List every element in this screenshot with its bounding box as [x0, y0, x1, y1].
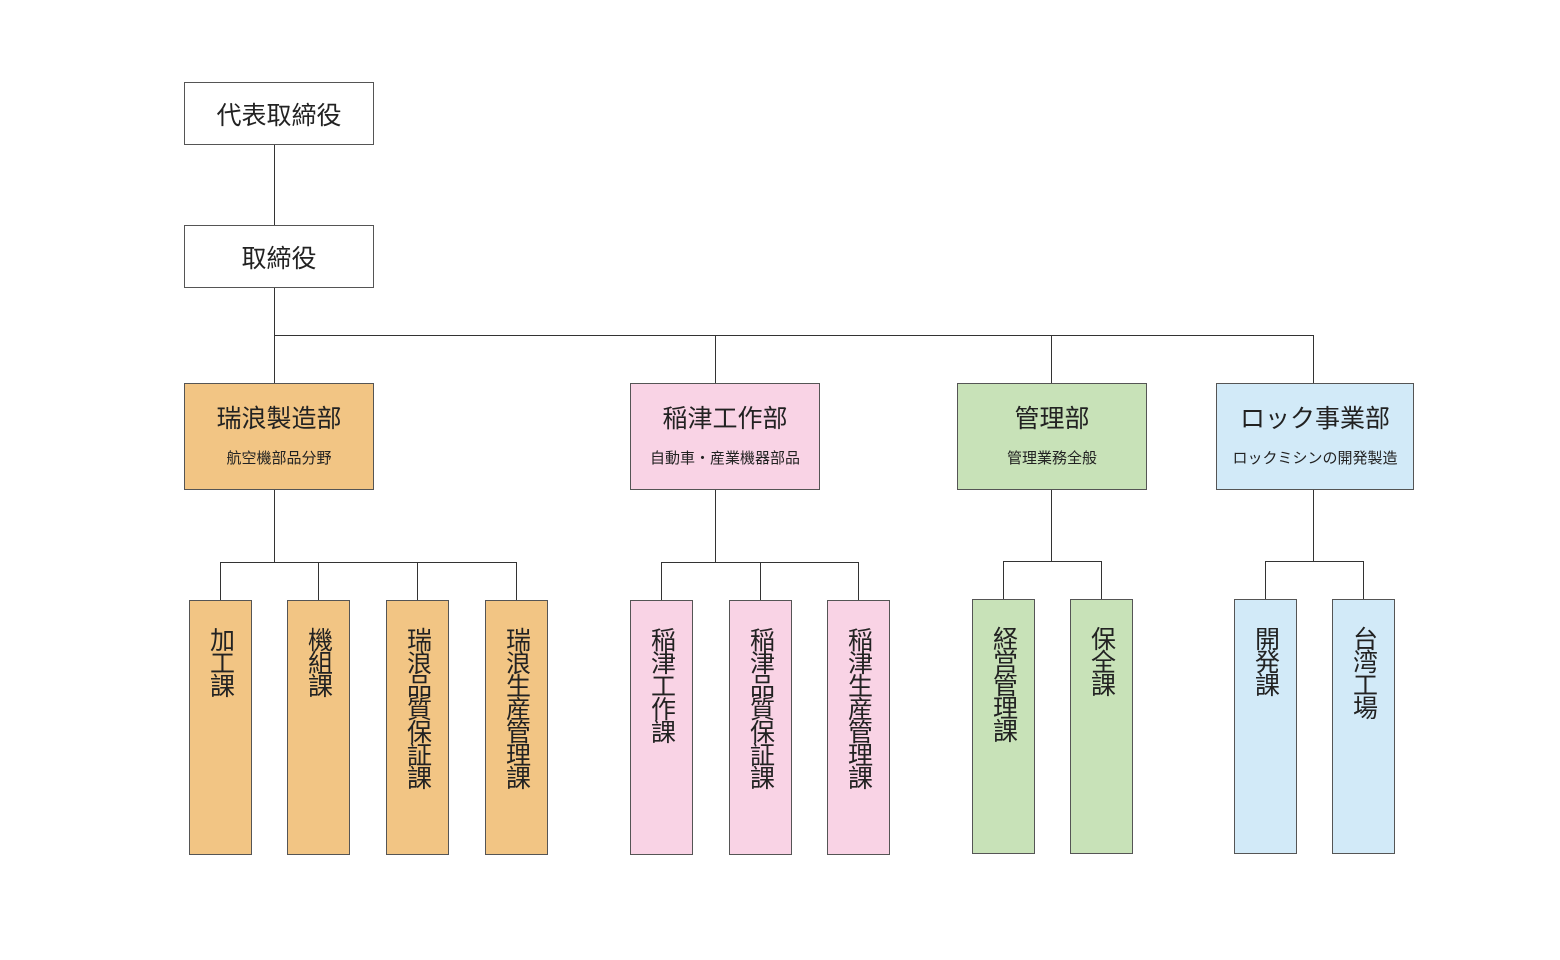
department-name: 瑞浪製造部 — [216, 404, 342, 433]
connector-inazu-drop-2 — [760, 562, 761, 601]
department-description: 管理業務全般 — [1006, 449, 1097, 467]
section-label: 稲津工作課 — [647, 627, 677, 742]
section-label: 開発課 — [1251, 626, 1281, 695]
connector-kanri-drop-1 — [1003, 561, 1004, 600]
connector-mizunami-drop-2 — [318, 562, 319, 601]
connector-lock-stem — [1313, 489, 1314, 562]
connector-drop-inazu — [715, 335, 716, 384]
department-box-mizunami: 瑞浪製造部 航空機部品分野 — [184, 383, 374, 490]
department-name: ロック事業部 — [1239, 404, 1390, 433]
connector-lock-bus — [1265, 561, 1364, 562]
department-box-kanri: 管理部 管理業務全般 — [957, 383, 1147, 490]
section-box: 稲津生産管理課 — [827, 600, 890, 855]
ceo-box: 代表取締役 — [184, 82, 374, 145]
ceo-label: 代表取締役 — [216, 100, 342, 130]
section-box: 台湾工場 — [1332, 599, 1395, 854]
section-label: 機組課 — [304, 627, 334, 696]
connector-lock-drop-1 — [1265, 561, 1266, 600]
department-name: 管理部 — [1014, 404, 1090, 433]
department-box-inazu: 稲津工作部 自動車・産業機器部品 — [630, 383, 820, 490]
section-box: 稲津工作課 — [630, 600, 693, 855]
director-box: 取締役 — [184, 225, 374, 288]
connector-inazu-drop-3 — [858, 562, 859, 601]
connector-director-trunk — [274, 287, 275, 336]
section-label: 保全課 — [1087, 626, 1117, 695]
connector-inazu-drop-1 — [661, 562, 662, 601]
department-name: 稲津工作部 — [662, 404, 788, 433]
section-box: 機組課 — [287, 600, 350, 855]
connector-inazu-stem — [715, 489, 716, 563]
connector-kanri-drop-2 — [1101, 561, 1102, 600]
section-box: 瑞浪品質保証課 — [386, 600, 449, 855]
connector-mizunami-drop-3 — [417, 562, 418, 601]
connector-departments-bus — [274, 335, 1314, 336]
connector-drop-kanri — [1051, 335, 1052, 384]
section-label: 稲津品質保証課 — [746, 627, 776, 788]
section-box: 開発課 — [1234, 599, 1297, 854]
connector-ceo-director — [274, 144, 275, 226]
connector-lock-drop-2 — [1363, 561, 1364, 600]
department-description: 自動車・産業機器部品 — [649, 449, 800, 467]
section-box: 加工課 — [189, 600, 252, 855]
connector-kanri-stem — [1051, 489, 1052, 562]
connector-mizunami-stem — [274, 489, 275, 563]
section-label: 経営管理課 — [989, 626, 1019, 741]
section-label: 瑞浪生産管理課 — [502, 627, 532, 788]
section-box: 経営管理課 — [972, 599, 1035, 854]
connector-drop-mizunami — [274, 335, 275, 384]
connector-kanri-bus — [1003, 561, 1102, 562]
connector-mizunami-bus — [220, 562, 517, 563]
section-label: 瑞浪品質保証課 — [403, 627, 433, 788]
section-label: 台湾工場 — [1349, 626, 1379, 718]
section-box: 瑞浪生産管理課 — [485, 600, 548, 855]
section-label: 加工課 — [206, 627, 236, 696]
connector-drop-lock — [1313, 335, 1314, 384]
section-box: 保全課 — [1070, 599, 1133, 854]
section-box: 稲津品質保証課 — [729, 600, 792, 855]
department-description: 航空機部品分野 — [226, 449, 332, 467]
director-label: 取締役 — [241, 243, 317, 273]
department-box-lock: ロック事業部 ロックミシンの開発製造 — [1216, 383, 1414, 490]
connector-mizunami-drop-4 — [516, 562, 517, 601]
department-description: ロックミシンの開発製造 — [1232, 449, 1398, 467]
connector-mizunami-drop-1 — [220, 562, 221, 601]
section-label: 稲津生産管理課 — [844, 627, 874, 788]
